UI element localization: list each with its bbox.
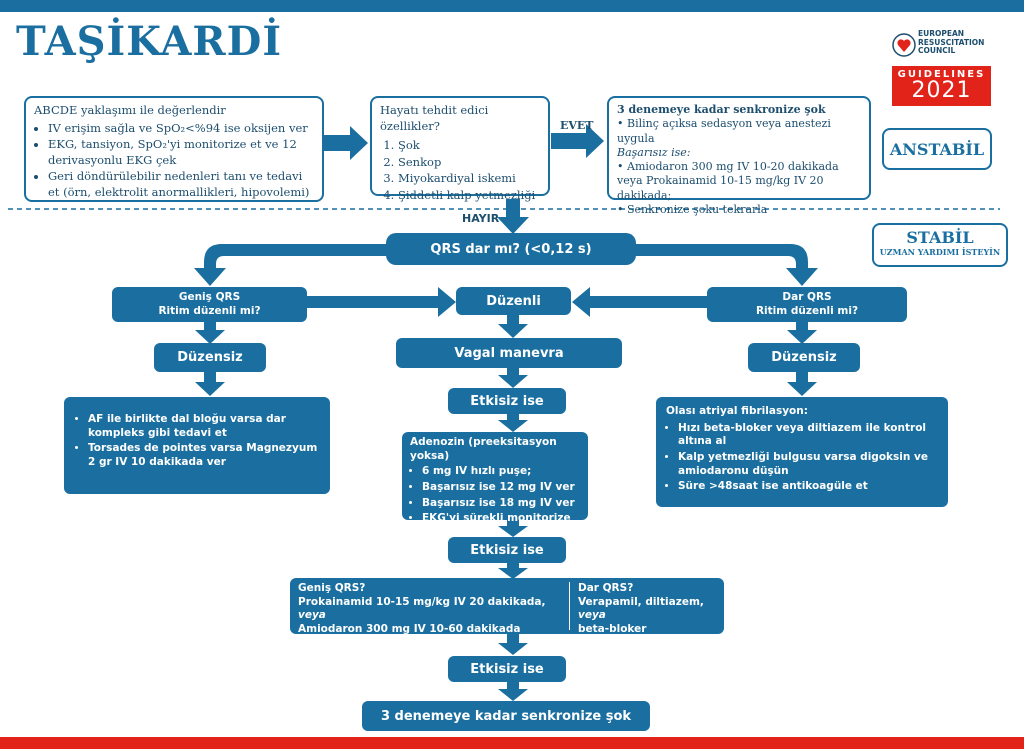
wide-drug-line-2: Amiodaron 300 mg IV 10-60 dakikada (298, 622, 521, 635)
list-item: Hızı beta-bloker veya diltiazem ile kont… (678, 422, 938, 449)
page-title: TAŞİKARDİ (16, 18, 283, 65)
unstable-treatment-box: 3 denemeye kadar senkronize şok • Bilinç… (607, 96, 871, 216)
narrow-qrs-box: Dar QRS Ritim düzenli mi? (707, 287, 907, 322)
wide-qrs-box: Geniş QRS Ritim düzenli mi? (112, 287, 307, 322)
list-item: Şok (398, 138, 540, 154)
list-item: • Amiodaron 300 mg IV 10-20 dakikada vey… (617, 160, 839, 202)
narrow-qrs-drugs: Dar QRS? Verapamil, diltiazem, veya beta… (570, 582, 716, 635)
list-item: EKG, tansiyon, SpO₂'yi monitorize et ve … (48, 137, 314, 168)
list-item: Başarısız ise 12 mg IV ver (422, 481, 580, 495)
list-item: AF ile birlikte dal bloğu varsa dar komp… (88, 413, 318, 440)
heart-icon (892, 33, 916, 57)
regular-box: Düzenli (456, 287, 571, 315)
list-item: Başarısız ise 18 mg IV ver (422, 497, 580, 511)
life-threat-box: Hayatı tehdit edici özellikler? Şok Senk… (370, 96, 550, 202)
top-bar (0, 0, 1024, 12)
list-item: 6 mg IV hızlı puşe; (422, 465, 580, 479)
list-item: Kalp yetmezliği bulgusu varsa digoksin v… (678, 451, 938, 478)
yes-label: EVET (560, 119, 594, 132)
erc-org-name: EUROPEAN RESUSCITATION COUNCIL (918, 29, 985, 56)
final-shock-box: 3 denemeye kadar senkronize şok (362, 701, 650, 731)
list-item: • Bilinç açıksa sedasyon veya anestezi u… (617, 117, 831, 145)
erc-logo: EUROPEAN RESUSCITATION COUNCIL GUIDELINE… (892, 29, 992, 108)
adenosine-box: Adenozin (preeksitasyon yoksa) 6 mg IV h… (402, 432, 588, 538)
narrow-drug-line-2: beta-bloker (578, 622, 647, 635)
ineffective-box-2: Etkisiz ise (448, 537, 566, 563)
irregular-left-box: Düzensiz (154, 343, 266, 372)
wide-drug-line-1: Prokainamid 10-15 mg/kg IV 20 dakikada, … (298, 595, 546, 622)
atrial-fibrillation-box: Olası atriyal fibrilasyon: Hızı beta-blo… (656, 397, 948, 507)
wide-drugs-heading: Geniş QRS? (298, 582, 366, 594)
af-heading: Olası atriyal fibrilasyon: (666, 405, 808, 417)
list-item: Miyokardiyal iskemi (398, 171, 540, 187)
guidelines-badge: GUIDELINES 2021 (892, 66, 991, 106)
wide-qrs-drugs: Geniş QRS? Prokainamid 10-15 mg/kg IV 20… (298, 582, 570, 635)
list-item: Süre >48saat ise antikoagüle et (678, 480, 938, 494)
vagal-maneuver-box: Vagal manevra (396, 338, 622, 368)
narrow-drugs-heading: Dar QRS? (578, 582, 634, 594)
list-item: EKG'yi sürekli monitorize et (422, 512, 580, 539)
qrs-question-box: QRS dar mı? (<0,12 s) (386, 233, 636, 265)
adenosine-heading: Adenozin (preeksitasyon yoksa) (410, 436, 557, 462)
stable-tag: STABİL UZMAN YARDIMI İSTEYİN (872, 223, 1008, 267)
drug-choice-box: Geniş QRS? Prokainamid 10-15 mg/kg IV 20… (290, 578, 724, 635)
unstable-tag: ANSTABİL (882, 128, 992, 170)
bottom-bar (0, 737, 1024, 749)
irregular-right-box: Düzensiz (748, 343, 860, 372)
assessment-heading: ABCDE yaklaşımı ile değerlendir (34, 103, 226, 117)
stable-title: STABİL (906, 228, 974, 247)
no-label: HAYIR (462, 212, 500, 225)
assessment-box: ABCDE yaklaşımı ile değerlendir IV erişi… (24, 96, 324, 202)
fail-label: Başarısız ise: (617, 145, 691, 159)
list-item: Şiddetli kalp yetmezliği (398, 188, 540, 204)
narrow-drug-line-1: Verapamil, diltiazem, veya (578, 595, 704, 622)
list-item: IV erişim sağla ve SpO₂<%94 ise oksijen … (48, 121, 314, 137)
list-item: • Senkronize şoku tekrarla (617, 203, 768, 217)
unstable-heading: 3 denemeye kadar senkronize şok (617, 103, 826, 116)
ineffective-box-3: Etkisiz ise (448, 656, 566, 682)
stable-subtitle: UZMAN YARDIMI İSTEYİN (879, 247, 1001, 257)
list-item: Torsades de pointes varsa Magnezyum 2 gr… (88, 442, 318, 469)
ineffective-box-1: Etkisiz ise (448, 388, 566, 414)
life-threat-heading: Hayatı tehdit edici özellikler? (380, 103, 489, 133)
list-item: Senkop (398, 155, 540, 171)
list-item: Geri döndürülebilir nedenleri tanı ve te… (48, 169, 314, 200)
wide-irregular-treatment-box: AF ile birlikte dal bloğu varsa dar komp… (64, 397, 330, 494)
